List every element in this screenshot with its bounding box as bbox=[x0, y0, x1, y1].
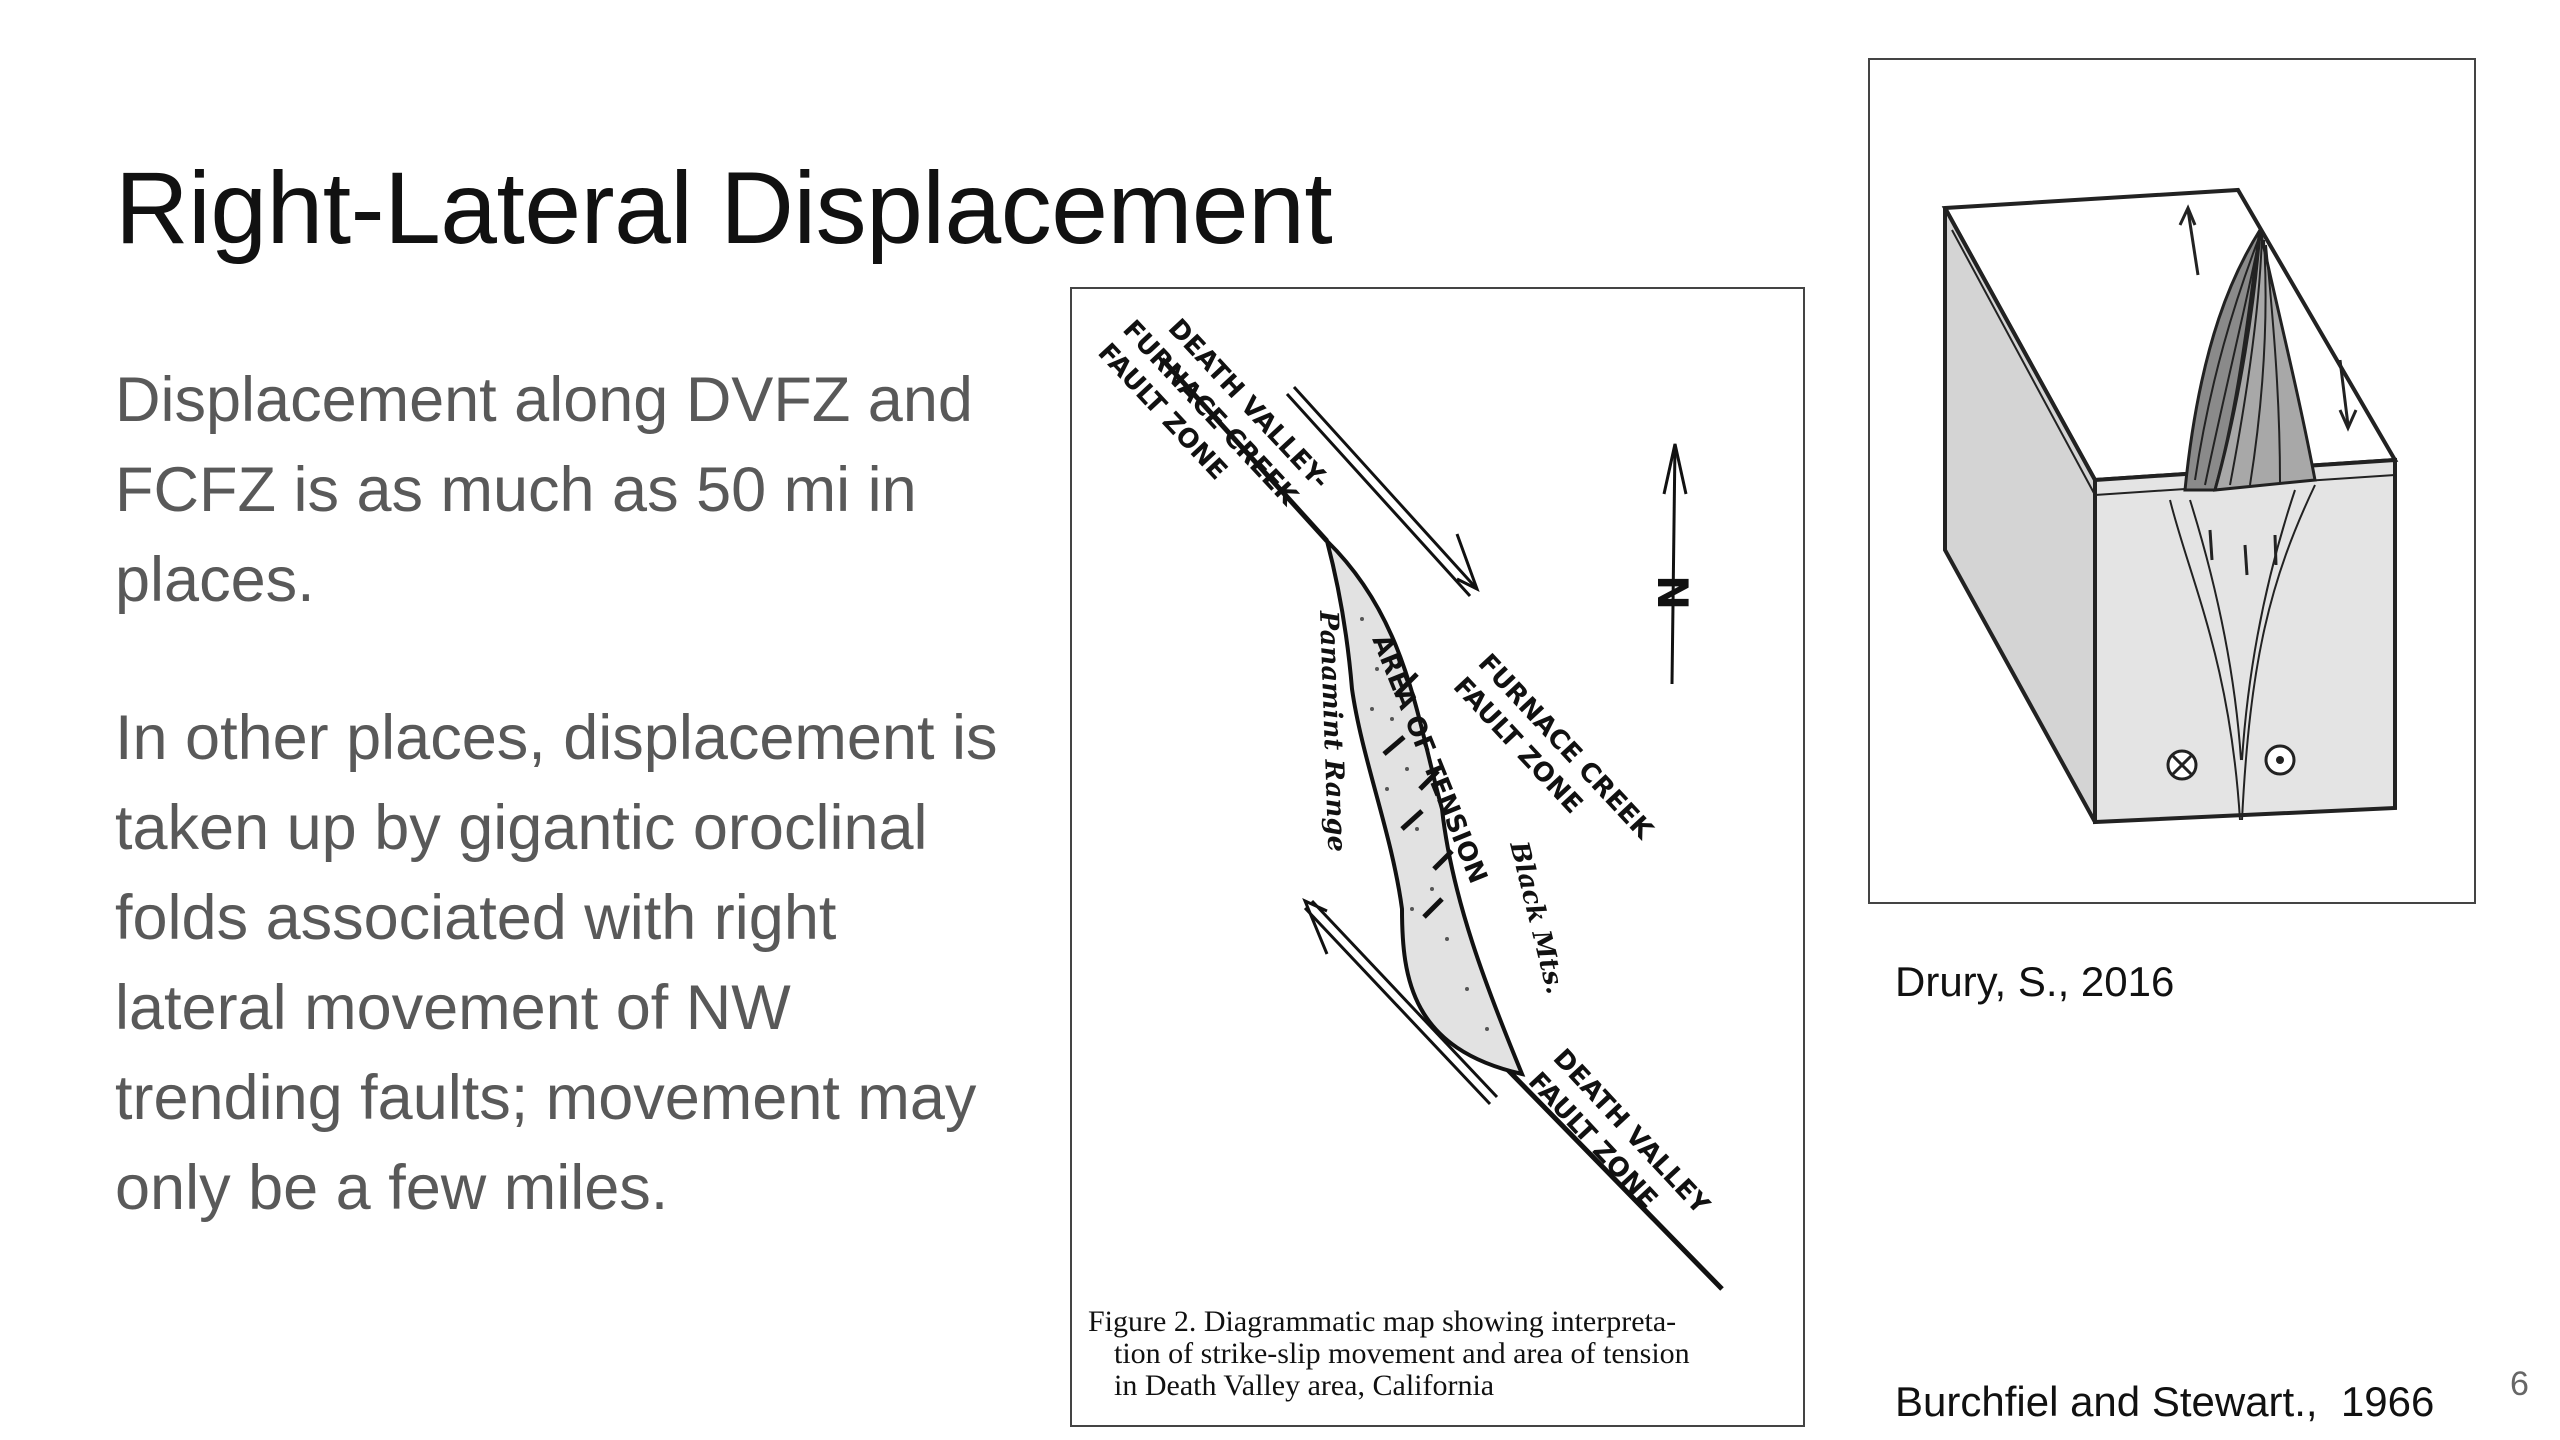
upper-motion-arrow bbox=[1285, 385, 1480, 598]
figure-caption-line2: tion of strike-slip movement and area of… bbox=[1114, 1337, 1690, 1370]
strike-slip-block-diagram bbox=[1868, 58, 2476, 904]
slide-title: Right-Lateral Displacement bbox=[115, 151, 1333, 265]
en-echelon-fault-marks bbox=[1382, 672, 1454, 919]
slide-page-number: 6 bbox=[2510, 1365, 2529, 1403]
out-of-page-symbol bbox=[2264, 744, 2296, 776]
lower-motion-arrow bbox=[1302, 898, 1499, 1106]
slip-direction-arrows bbox=[2178, 204, 2358, 576]
block-diagram-drawing bbox=[1941, 187, 2399, 825]
body-paragraph-displacement: Displacement along DVFZ and FCFZ is as m… bbox=[115, 365, 973, 615]
northern-fault-line bbox=[1160, 357, 1329, 543]
slide-body: Displacement along DVFZ and FCFZ is as m… bbox=[115, 355, 1015, 1301]
north-label: N bbox=[1648, 575, 1697, 610]
label-black-mts: Black Mts. bbox=[1503, 837, 1570, 997]
body-paragraph-oroclinal-folds: In other places, displacement is taken u… bbox=[115, 703, 998, 1223]
block-figure-credit: Drury, S., 2016 bbox=[1895, 958, 2175, 1005]
area-of-tension-wedge bbox=[1323, 534, 1526, 1077]
figure-caption-line3: in Death Valley area, California bbox=[1114, 1369, 1494, 1402]
fault-map-diagram: N DEATH VALLEY- FURNACE CREEK FAULT ZONE… bbox=[1088, 313, 1724, 1402]
map-figure-credit: Burchfiel and Stewart., 1966 bbox=[1895, 1378, 2435, 1425]
north-arrow: N bbox=[1648, 443, 1697, 685]
death-valley-fault-map: N DEATH VALLEY- FURNACE CREEK FAULT ZONE… bbox=[1070, 287, 1805, 1427]
southern-fault-line bbox=[1505, 1067, 1724, 1291]
figure-caption-line1: Figure 2. Diagrammatic map showing inter… bbox=[1088, 1305, 1676, 1338]
into-page-symbol bbox=[2166, 749, 2198, 781]
